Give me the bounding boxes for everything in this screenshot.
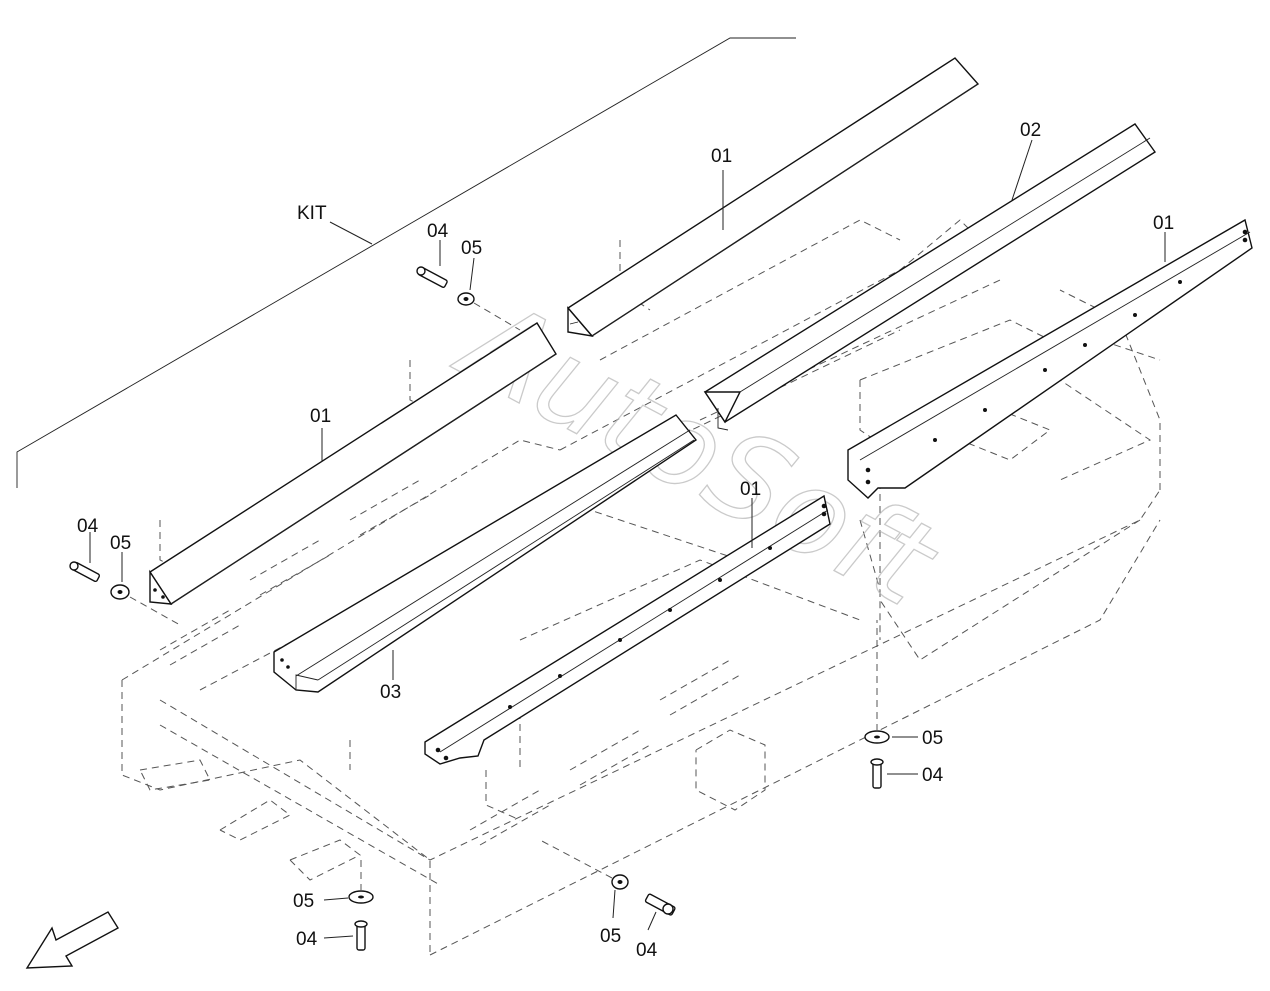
bolt-04-left [69,561,101,583]
washer-05-bottom-left [348,860,374,904]
label-01-top: 01 [711,146,732,167]
rail-01-left [149,322,557,605]
label-04-bottom-mid: 04 [636,940,658,961]
label-04-bottom-left: 04 [296,929,318,950]
bolt-04-top [416,266,448,288]
rail-01-right [847,218,1253,499]
rail-01-top [566,57,980,338]
bolt-04-bottom-left [354,920,368,951]
label-03: 03 [380,682,401,703]
label-05-bottom-mid: 05 [600,926,621,947]
chassis-frame-phantom [121,219,1161,956]
washer-05-right [864,620,890,744]
rail-02 [703,123,1157,431]
callout-labels: KIT 01 02 01 01 01 03 04 05 04 05 05 04 … [77,120,1174,961]
label-04-top: 04 [427,221,449,242]
label-05-top: 05 [461,238,482,259]
label-05-bottom-left: 05 [293,891,314,912]
label-04-right: 04 [922,765,944,786]
label-05-right: 05 [922,728,943,749]
label-01-left: 01 [310,406,331,427]
washer-05-left [110,584,181,626]
rail-01-center [424,494,831,765]
label-01-right: 01 [1153,213,1174,234]
direction-arrow-icon [25,911,119,969]
label-kit: KIT [297,203,327,224]
label-04-left: 04 [77,516,99,537]
bolt-04-bottom-mid [644,893,676,916]
washer-05-top [457,292,521,331]
kit-bracket [16,37,796,488]
leader-lines [89,139,1166,939]
bolt-04-right [870,758,884,789]
rail-03 [273,414,698,693]
label-02: 02 [1020,120,1041,141]
label-01-center: 01 [740,479,761,500]
label-05-left: 05 [110,533,131,554]
washer-05-bottom-mid [539,839,629,890]
